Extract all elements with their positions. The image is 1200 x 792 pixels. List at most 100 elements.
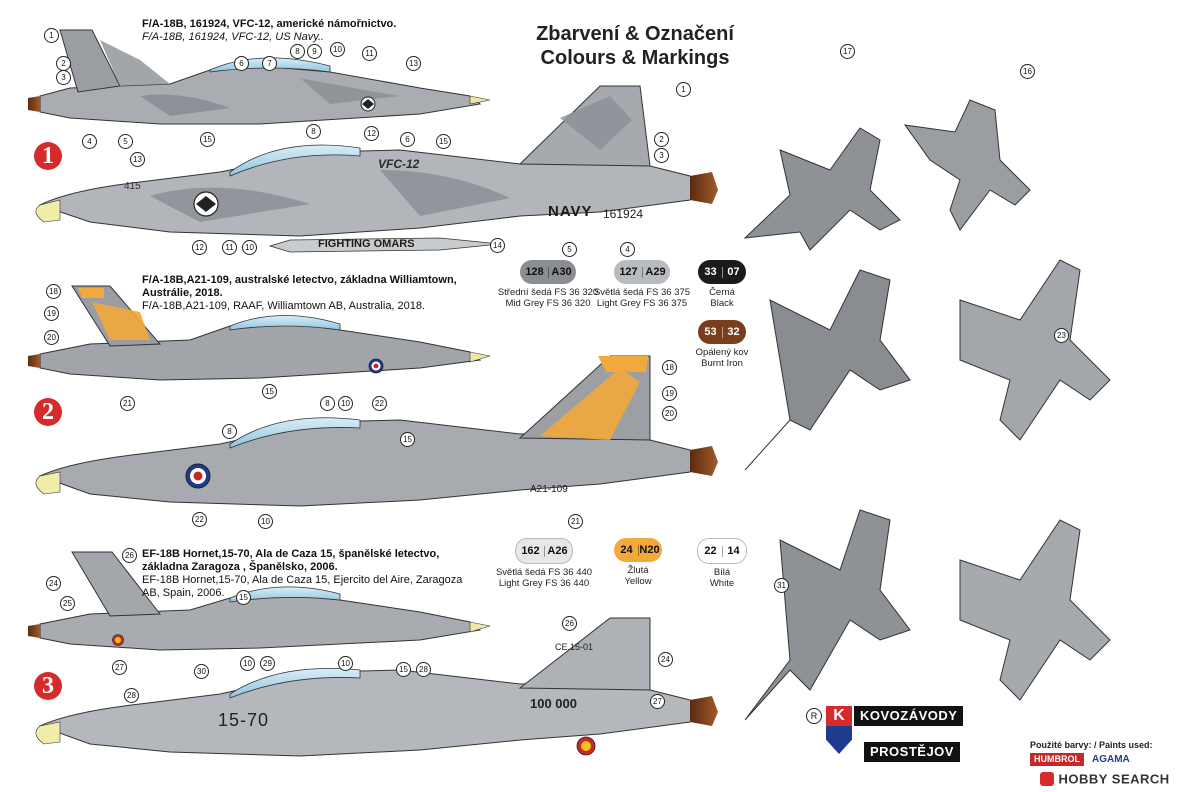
callout: 10 [258, 514, 273, 529]
paint-code: A30 [547, 266, 575, 278]
callout: 24 [46, 576, 61, 591]
callout: 20 [44, 330, 59, 345]
callout: 18 [46, 284, 61, 299]
callout: 10 [330, 42, 345, 57]
callout: 8 [320, 396, 335, 411]
callout: 20 [662, 406, 677, 421]
scheme-3-en: EF-18B Hornet,15-70, Ala de Caza 15, Eje… [142, 574, 463, 599]
aircraft-2-large-profile [35, 355, 718, 507]
paint-en: Burnt Iron [701, 358, 743, 369]
maker-bottom: PROSTĚJOV [864, 742, 960, 762]
maker-top: KOVOZÁVODY [854, 706, 964, 726]
a3-tail-code: CE.15-01 [555, 642, 594, 652]
callout: 14 [490, 238, 505, 253]
aircraft-1-large-profile [35, 85, 718, 253]
callout: 27 [112, 660, 127, 675]
callout: 15 [262, 384, 277, 399]
paint-code: 128 [525, 265, 544, 278]
callout: 2 [56, 56, 71, 71]
callout: 4 [82, 134, 97, 149]
aircraft-1-small-profile [28, 29, 491, 125]
page-title: Zbarvení & Označení Colours & Markings [500, 22, 770, 70]
scheme-1-cz: F/A-18B, 161924, VFC-12, americké námořn… [142, 18, 397, 30]
paint-cz: Světlá šedá FS 36 375 [593, 287, 691, 298]
hobbysearch-watermark: HOBBY SEARCH [1040, 770, 1200, 790]
callout: 11 [222, 240, 237, 255]
maker-k-badge: K [826, 706, 852, 754]
a1-side-text: NAVY [548, 203, 593, 220]
aircraft-2-small-profile [28, 285, 491, 381]
paint-en: Light Grey FS 36 375 [596, 298, 688, 309]
callout: 9 [307, 44, 322, 59]
paints-used-label: Použité barvy: / Paints used: [1030, 740, 1153, 750]
scheme-2-caption: F/A-18B,A21-109, australské letectvo, zá… [142, 274, 482, 313]
callout: 8 [222, 424, 237, 439]
callout: 5 [118, 134, 133, 149]
callout: 10 [242, 240, 257, 255]
callout: 10 [240, 656, 255, 671]
maker-k-letter: K [826, 706, 852, 726]
callout: 6 [234, 56, 249, 71]
paint-code: A26 [543, 545, 571, 557]
paint-code: 33 [704, 265, 717, 278]
aircraft-3-small-profile [28, 551, 491, 651]
scheme-2-en: F/A-18B,A21-109, RAAF, Williamtown AB, A… [142, 300, 426, 312]
a1-nose-code: 415 [124, 181, 141, 192]
scheme-1-number: 1 [34, 142, 62, 170]
callout: 15 [396, 662, 411, 677]
callout: 11 [362, 46, 377, 61]
hobbysearch-icon [1040, 771, 1054, 786]
a2-serial: A21-109 [530, 484, 568, 495]
callout: 28 [124, 688, 139, 703]
scheme-1-en: F/A-18B, 161924, VFC-12, US Navy.. [142, 31, 324, 43]
paint-code: 127 [619, 265, 638, 278]
callout: 6 [400, 132, 415, 147]
paint-code: 07 [721, 266, 745, 278]
callout: 19 [44, 306, 59, 321]
paint-en: Mid Grey FS 36 320 [505, 298, 591, 309]
callout: 13 [130, 152, 145, 167]
paint-code: 24 [620, 543, 633, 556]
a1-tail-label: VFC-12 [378, 157, 420, 171]
title-cz: Zbarvení & Označení [536, 23, 734, 45]
callout: 10 [338, 656, 353, 671]
aircraft-3-large-profile [35, 617, 718, 757]
registered-mark: R [806, 708, 822, 724]
maker-logo: R K KOVOZÁVODY PROSTĚJOV [806, 706, 964, 766]
callout: 15 [236, 590, 251, 605]
callout: 29 [260, 656, 275, 671]
scheme-3-cz: EF-18B Hornet,15-70, Ala de Caza 15, špa… [142, 548, 440, 573]
callout: 13 [406, 56, 421, 71]
callout: 16 [1020, 64, 1035, 79]
scheme-3-number: 3 [34, 672, 62, 700]
paint-cz: Bílá [713, 567, 731, 578]
paint-code: 162 [521, 544, 540, 557]
scheme-1-caption: F/A-18B, 161924, VFC-12, americké námořn… [142, 18, 442, 44]
callout: 8 [306, 124, 321, 139]
callout: 21 [120, 396, 135, 411]
callout: 21 [568, 514, 583, 529]
callout: 1 [676, 82, 691, 97]
paint-cz: Opálený kov [695, 347, 749, 358]
callout: 22 [192, 512, 207, 527]
callout: 30 [194, 664, 209, 679]
callout: 19 [662, 386, 677, 401]
callout: 7 [262, 56, 277, 71]
callout: 2 [654, 132, 669, 147]
paint-cz: Střední šedá FS 36 320 [497, 287, 599, 298]
a3-tail-badge: 100 000 [530, 696, 577, 711]
callout: 22 [372, 396, 387, 411]
callout: 4 [620, 242, 635, 257]
callout: 17 [840, 44, 855, 59]
